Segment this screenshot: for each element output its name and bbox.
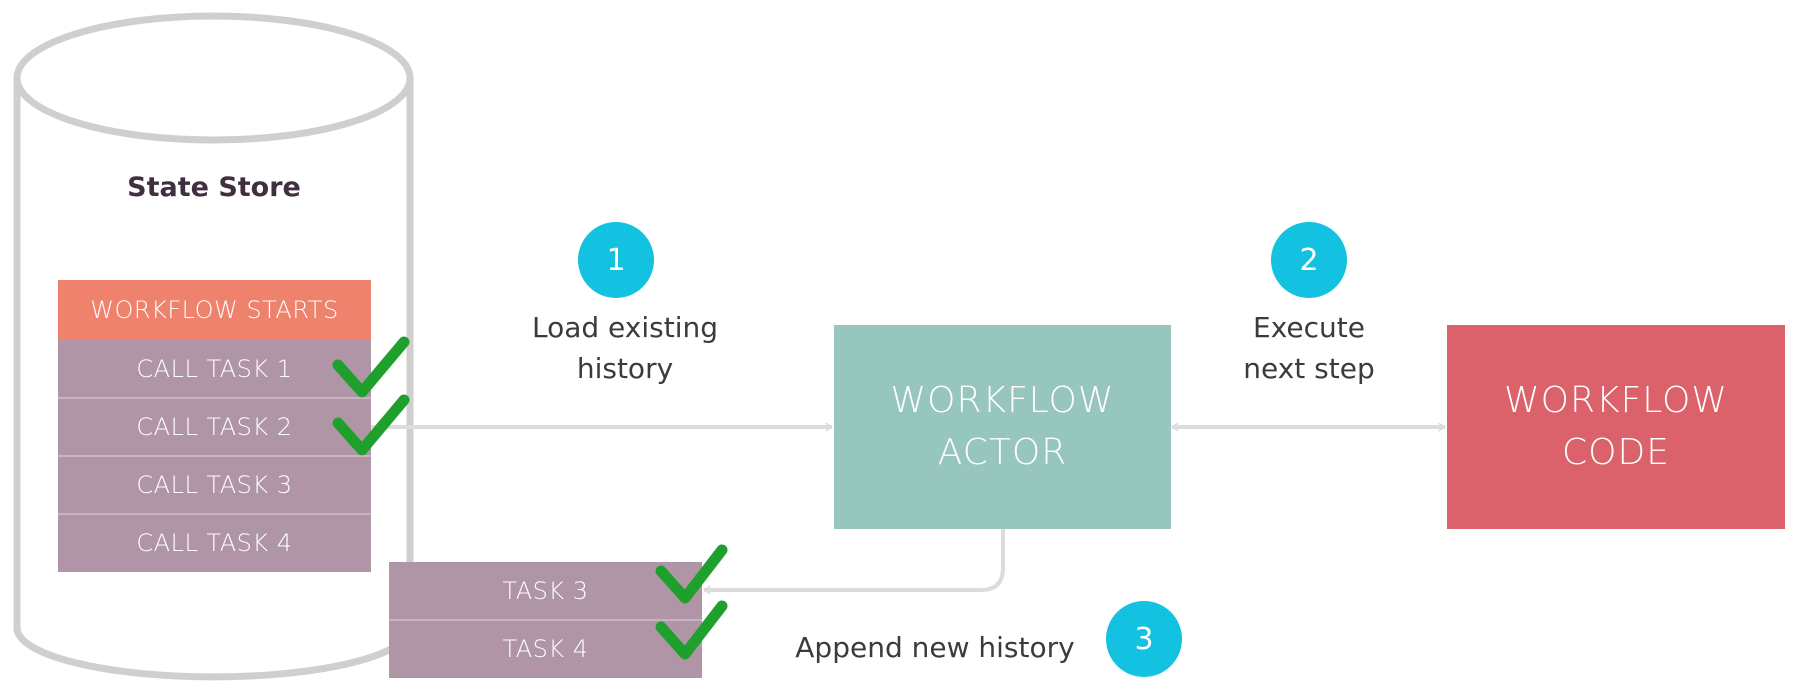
task-3-row: TASK 3 xyxy=(502,577,589,605)
arrow-append-history xyxy=(703,529,1005,595)
task-4-row-bg xyxy=(389,620,702,678)
check-icon xyxy=(332,336,410,398)
step-1-badge: 1 xyxy=(578,222,654,298)
workflow-starts-row-bg xyxy=(58,280,371,340)
workflow-actor-label: WORKFLOW ACTOR xyxy=(834,325,1171,529)
check-icon xyxy=(332,394,410,456)
step-1-caption: Load existing history xyxy=(505,307,745,389)
state-store-title: State Store xyxy=(127,172,301,203)
workflow-code-box xyxy=(1447,325,1785,529)
call-task-4-row: CALL TASK 4 xyxy=(136,529,293,557)
step-3-caption: Append new history xyxy=(795,631,1075,664)
step-2-caption: Execute next step xyxy=(1189,307,1429,389)
task-3-row-bg xyxy=(389,562,702,620)
call-task-1-row-bg xyxy=(58,340,371,398)
workflow-code-line1: WORKFLOW xyxy=(1504,380,1728,421)
workflow-code-label: WORKFLOW CODE xyxy=(1447,325,1785,529)
workflow-actor-line2: ACTOR xyxy=(937,432,1068,473)
call-task-4-row-bg xyxy=(58,514,371,572)
call-task-3-row: CALL TASK 3 xyxy=(136,471,293,499)
workflow-code-line2: CODE xyxy=(1562,432,1670,473)
check-icon xyxy=(655,600,728,660)
step-2-caption-line2: next step xyxy=(1243,352,1375,385)
check-icon xyxy=(655,544,728,604)
step-2-caption-line1: Execute xyxy=(1253,311,1365,344)
call-task-1-row: CALL TASK 1 xyxy=(136,355,293,383)
call-task-2-row: CALL TASK 2 xyxy=(136,413,293,441)
step-3-badge: 3 xyxy=(1106,601,1182,677)
workflow-actor-line1: WORKFLOW xyxy=(890,380,1115,421)
workflow-starts-row: WORKFLOW STARTS xyxy=(90,296,339,324)
call-task-2-row-bg xyxy=(58,398,371,456)
workflow-actor-box xyxy=(834,325,1171,529)
call-task-3-row-bg xyxy=(58,456,371,514)
cylinder-top xyxy=(13,12,414,144)
task-4-row: TASK 4 xyxy=(502,635,589,663)
step-2-badge: 2 xyxy=(1271,222,1347,298)
step-1-caption-line1: Load existing xyxy=(531,311,719,344)
step-1-caption-line2: history xyxy=(576,352,674,385)
